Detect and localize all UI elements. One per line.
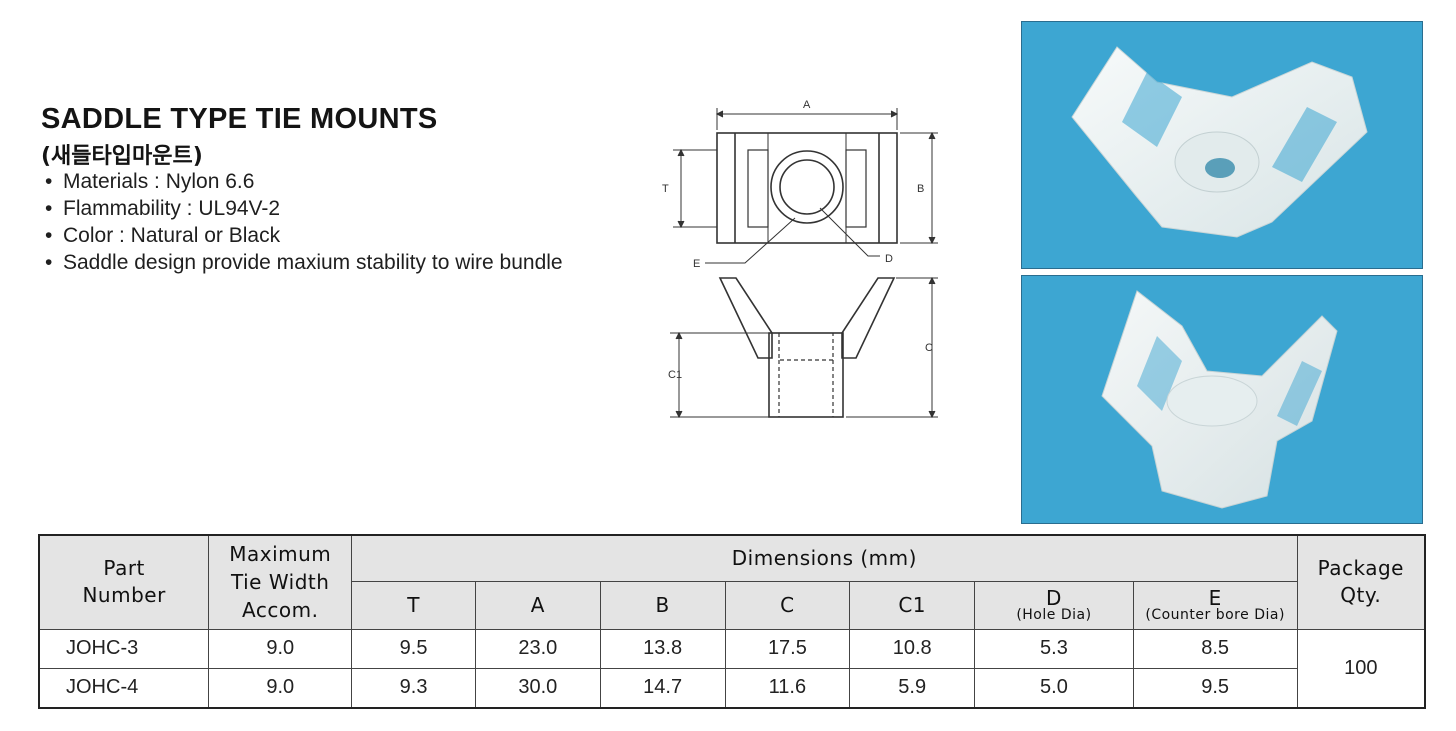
bullet-icon: • (45, 197, 53, 220)
cell-t: 9.3 (351, 667, 476, 708)
page-title: SADDLE TYPE TIE MOUNTS (41, 103, 438, 135)
header-c: C (724, 580, 851, 630)
cell-b: 14.7 (599, 667, 726, 708)
spec-item: •Color : Natural or Black (45, 224, 281, 247)
cell-c1: 5.9 (849, 667, 976, 708)
spec-item: •Flammability : UL94V-2 (45, 197, 281, 220)
dim-label-c: C (925, 342, 933, 354)
dim-label-e: E (693, 258, 700, 270)
cell-part: JOHC-4 (38, 667, 210, 708)
header-e: E(Counter bore Dia) (1132, 580, 1298, 630)
side-view-body (768, 332, 844, 418)
header-t: T (351, 580, 476, 630)
counter-bore-circle (770, 150, 844, 224)
dim-label-b: B (917, 183, 924, 195)
side-left-wing (718, 277, 773, 359)
page-subtitle: (새들타입마운트) (41, 144, 203, 169)
spec-list: •Materials : Nylon 6.6 •Flammability : U… (45, 168, 563, 276)
dim-label-c1: C1 (668, 369, 682, 381)
cell-a: 30.0 (474, 667, 601, 708)
header-c1: C1 (849, 580, 976, 630)
cell-part: JOHC-3 (38, 628, 210, 669)
cell-c: 17.5 (724, 628, 851, 669)
dimension-drawing: A T B E D C C1 (662, 99, 938, 419)
cell-d: 5.0 (974, 667, 1134, 708)
cell-t: 9.5 (351, 628, 476, 669)
cell-max-tie: 9.0 (208, 628, 353, 669)
header-dimensions: Dimensions (mm) (351, 534, 1298, 582)
hole-circle (779, 159, 835, 215)
dim-label-a: A (803, 99, 811, 111)
spec-item: •Saddle design provide maxium stability … (45, 251, 563, 274)
table-row: JOHC-4 9.0 9.3 30.0 14.7 11.6 5.9 5.0 9.… (38, 667, 1425, 708)
cell-b: 13.8 (599, 628, 726, 669)
table-row: JOHC-3 9.0 9.5 23.0 13.8 17.5 10.8 5.3 8… (38, 628, 1426, 708)
cell-package-qty: 100 (1296, 628, 1426, 708)
bullet-icon: • (45, 251, 53, 274)
side-right-wing (841, 277, 896, 359)
header-d: D(Hole Dia) (974, 580, 1134, 630)
top-view-outline (716, 132, 898, 244)
cell-e: 8.5 (1132, 628, 1298, 669)
bullet-icon: • (45, 170, 53, 193)
spec-item: •Materials : Nylon 6.6 (45, 170, 255, 193)
cell-c: 11.6 (724, 667, 851, 708)
bullet-icon: • (45, 224, 53, 247)
cell-c1: 10.8 (849, 628, 976, 669)
header-a: A (474, 580, 601, 630)
product-photo-top (1021, 21, 1423, 269)
cell-d: 5.3 (974, 628, 1134, 669)
cell-a: 23.0 (474, 628, 601, 669)
product-photo-bottom (1021, 275, 1423, 524)
header-b: B (599, 580, 726, 630)
cell-e: 9.5 (1132, 667, 1298, 708)
dim-label-t: T (662, 183, 669, 195)
cell-max-tie: 9.0 (208, 667, 353, 708)
dim-label-d: D (885, 253, 893, 265)
